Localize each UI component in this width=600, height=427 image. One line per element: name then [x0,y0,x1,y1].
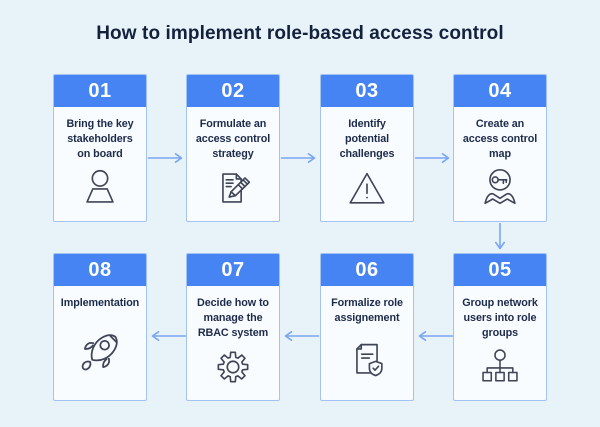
step-number-badge: 05 [454,254,546,286]
step-number: 01 [88,79,112,102]
flow-arrow-left-3 [151,331,187,341]
step-number: 05 [488,258,512,281]
flow-arrow-left-2 [284,331,320,341]
flow-arrow-right-2 [280,153,316,163]
step-number: 03 [355,79,379,102]
step-number-badge: 08 [54,254,146,286]
flow-arrow-left-1 [418,331,454,341]
step-title: Implementation [60,297,140,309]
step-number-badge: 07 [187,254,279,286]
document-shield-icon [327,326,407,392]
step-title: Bring the key stakeholders on board [66,118,134,160]
flow-arrow-down [495,223,505,250]
step-title: Group network users into role groups [462,297,538,339]
step-number-badge: 04 [454,75,546,107]
step-card-01: 01 Bring the key stakeholders on board [53,74,147,222]
flow-arrow-right-3 [414,153,450,163]
rocket-icon [60,311,140,392]
warning-triangle-icon [327,162,407,213]
step-number-badge: 06 [321,254,413,286]
page-title: How to implement role-based access contr… [96,23,504,44]
step-number-badge: 01 [54,75,146,107]
key-badge-icon [460,162,540,213]
step-title: Formalize role assignement [331,297,403,324]
step-card-05: 05 Group network users into role groups [453,253,547,401]
step-title: Create an access control map [462,118,538,160]
step-number: 04 [488,79,512,102]
role-hierarchy-icon [460,341,540,392]
gear-icon [193,341,273,392]
step-number-badge: 03 [321,75,413,107]
step-card-08: 08 Implementation [53,253,147,401]
step-title: Decide how to manage the RBAC system [197,297,269,339]
step-title: Formulate an access control strategy [195,118,271,160]
step-number-badge: 02 [187,75,279,107]
document-pencil-icon [193,162,273,213]
step-card-03: 03 Identify potential challenges [320,74,414,222]
step-card-06: 06 Formalize role assignement [320,253,414,401]
step-number: 08 [88,258,112,281]
step-card-07: 07 Decide how to manage the RBAC system [186,253,280,401]
person-icon [60,162,140,213]
step-number: 07 [221,258,245,281]
step-title: Identify potential challenges [339,118,395,160]
step-number: 06 [355,258,379,281]
step-card-02: 02 Formulate an access control strategy [186,74,280,222]
flow-arrow-right-1 [147,153,183,163]
step-card-04: 04 Create an access control map [453,74,547,222]
step-number: 02 [221,79,245,102]
